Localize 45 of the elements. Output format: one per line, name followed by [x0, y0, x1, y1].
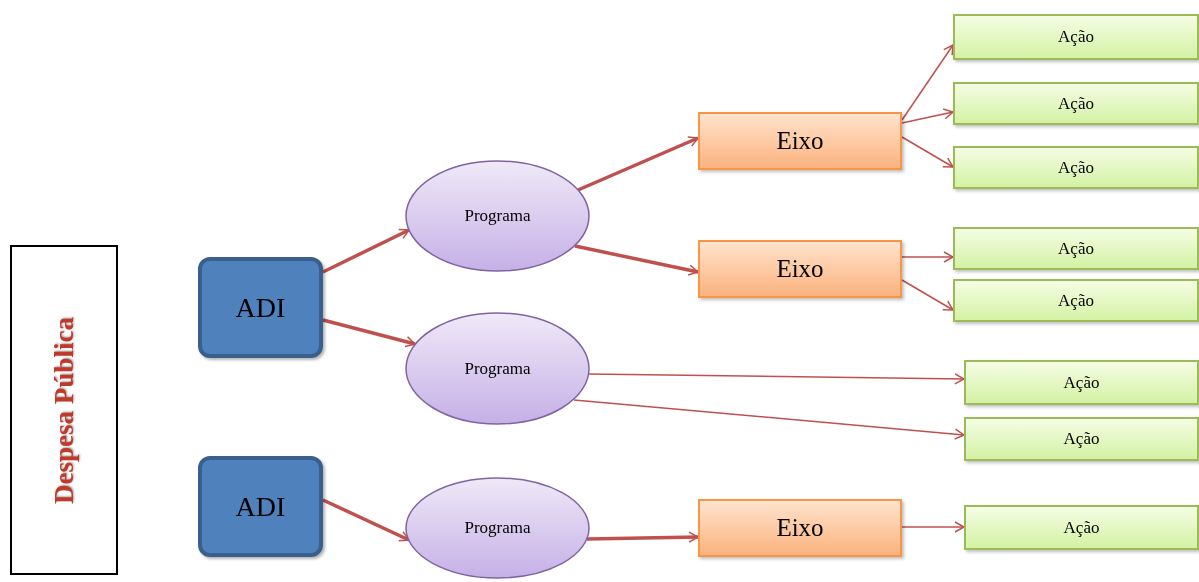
action-box	[964, 417, 1199, 461]
arrow	[901, 251, 954, 263]
node-label: Ação	[1058, 157, 1094, 178]
arrow	[901, 521, 965, 533]
node-label: Ação	[1058, 238, 1094, 259]
node-label: Programa	[464, 206, 531, 226]
process-box	[198, 257, 323, 358]
arrow	[322, 318, 416, 348]
node-label: Eixo	[776, 127, 824, 155]
node-label: Ação	[1063, 429, 1100, 449]
arrow	[901, 136, 954, 168]
node-label: Eixo	[776, 514, 824, 542]
title-box	[10, 245, 118, 575]
axis-box	[698, 499, 902, 557]
arrow	[577, 136, 699, 192]
node-label: Ação	[1058, 27, 1094, 47]
node-label: Ação	[1063, 517, 1100, 538]
arrow	[322, 228, 410, 274]
arrow	[901, 108, 954, 124]
arrow	[901, 279, 954, 311]
axis-box	[698, 240, 902, 298]
arrow	[586, 531, 699, 543]
action-box	[964, 505, 1199, 550]
action-box	[953, 82, 1199, 125]
node-label: Ação	[1058, 290, 1094, 311]
arrow	[573, 399, 965, 440]
axis-box	[698, 112, 902, 170]
node-label: Programa	[464, 358, 531, 379]
arrow	[901, 44, 954, 121]
arrow	[587, 373, 965, 385]
process-box	[198, 456, 323, 557]
node-label: ADI	[235, 490, 286, 523]
vertical-title: Despesa Pública	[48, 316, 80, 504]
action-box	[953, 146, 1199, 189]
arrow	[574, 244, 699, 276]
action-box	[953, 279, 1199, 322]
action-box	[953, 227, 1199, 270]
node-label: ADI	[235, 291, 286, 324]
arrow	[322, 498, 410, 542]
node-label: Programa	[464, 518, 531, 538]
action-box	[953, 14, 1199, 60]
node-label: Eixo	[776, 255, 824, 283]
node-label: Ação	[1058, 93, 1094, 114]
node-label: Ação	[1063, 372, 1100, 393]
action-box	[964, 360, 1199, 405]
